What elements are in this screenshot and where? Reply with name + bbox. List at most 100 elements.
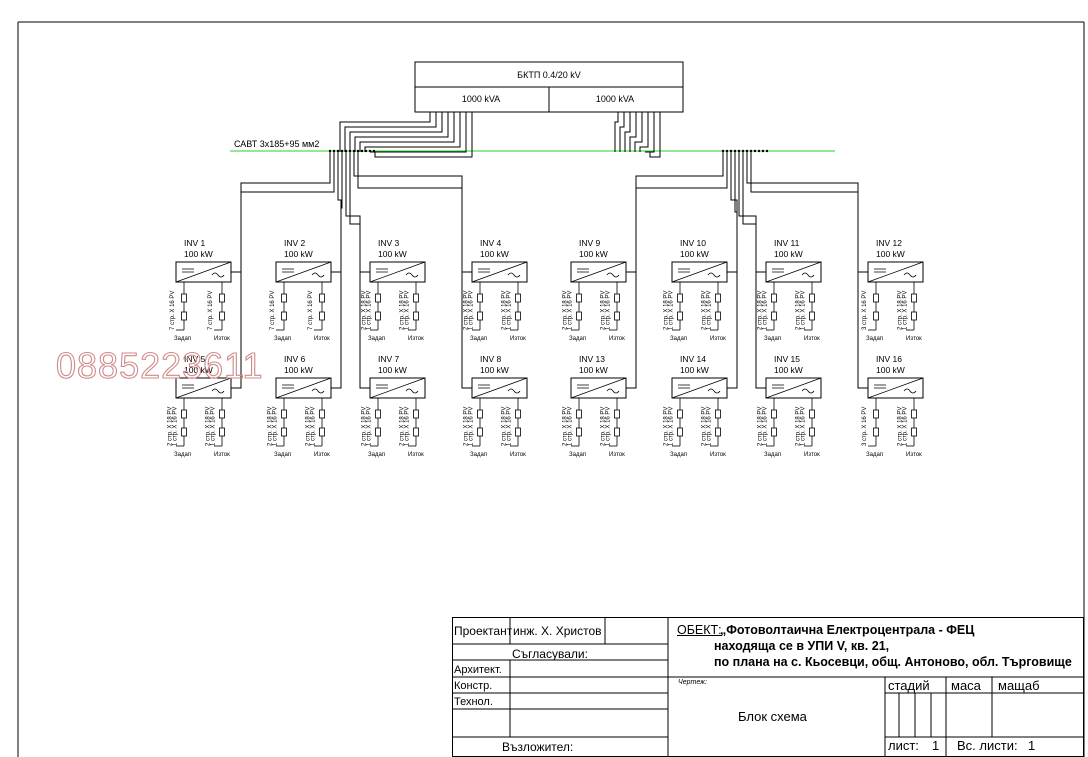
bus-wire bbox=[364, 112, 461, 152]
fuse-icon bbox=[319, 427, 325, 437]
pv-input-label: Задап bbox=[764, 336, 781, 342]
dc-symbol-icon bbox=[874, 384, 886, 389]
feeder-wire bbox=[353, 152, 472, 273]
pv-string-label: 1 стр. Х 16 PV bbox=[469, 407, 475, 446]
bus-wire bbox=[649, 112, 661, 158]
dc-symbol-icon bbox=[282, 268, 294, 273]
bus-node bbox=[372, 149, 376, 153]
pv-string-label: 2 стр. Х 18 PV bbox=[796, 407, 802, 446]
inverter-name: INV 16 bbox=[876, 354, 902, 364]
bus-wire bbox=[645, 112, 655, 153]
bus-wire bbox=[349, 112, 443, 152]
fuse-icon bbox=[413, 409, 419, 419]
fuse-icon bbox=[413, 311, 419, 321]
pv-string-label: 2 стр. Х 18 PV bbox=[601, 407, 607, 446]
pv-string-label: 2 стр. Х 18 PV bbox=[664, 407, 670, 446]
inverter-power: 100 kW bbox=[876, 249, 905, 259]
dc-symbol-icon bbox=[478, 384, 490, 389]
bus-node bbox=[328, 149, 332, 153]
pv-input-label: Изток bbox=[804, 336, 820, 342]
inverter-power: 100 kW bbox=[378, 249, 407, 259]
bus-node bbox=[725, 149, 729, 153]
bus-wire bbox=[634, 112, 643, 152]
pv-input-label: Изток bbox=[214, 452, 230, 458]
feeder-wire bbox=[746, 152, 868, 273]
pv-string-label: 1 стр. Х 16 PV bbox=[606, 291, 612, 330]
bus-node bbox=[721, 149, 725, 153]
fuse-icon bbox=[181, 293, 187, 303]
fuse-icon bbox=[677, 293, 683, 303]
bus-node bbox=[364, 149, 368, 153]
pv-string-label: 2 стр. Х 18 PV bbox=[563, 407, 569, 446]
inverter-diagonal bbox=[471, 261, 528, 283]
fuse-icon bbox=[677, 409, 683, 419]
inverter-diagonal bbox=[867, 377, 924, 399]
inverter-diagonal bbox=[671, 261, 728, 283]
fuse-icon bbox=[715, 427, 721, 437]
ac-symbol-icon bbox=[211, 272, 225, 278]
feeder-wire bbox=[231, 152, 335, 389]
feeder-wire bbox=[727, 152, 738, 273]
bus-wire bbox=[370, 112, 467, 153]
pv-string-label: 2 стр. Х 18 PV bbox=[796, 291, 802, 330]
pv-string-label: 1 стр. Х 16 PV bbox=[606, 407, 612, 446]
inverter-name: INV 1 bbox=[184, 238, 206, 248]
ac-symbol-icon bbox=[507, 388, 521, 394]
ac-symbol-icon bbox=[405, 388, 419, 394]
pv-string-label: 2 стр. Х 18 PV bbox=[400, 291, 406, 330]
inverter-name: INV 5 bbox=[184, 354, 206, 364]
total-sheets-label: Вс. листи: bbox=[957, 738, 1018, 753]
cable-label: САВТ 3х185+95 мм2 bbox=[234, 139, 319, 149]
pv-input-label: Задап bbox=[274, 336, 291, 342]
pv-string-label: 2 стр. Х 18 PV bbox=[664, 291, 670, 330]
pv-string-label: 2 стр. Х 18 PV bbox=[362, 291, 368, 330]
dc-symbol-icon bbox=[678, 384, 690, 389]
dc-symbol-icon bbox=[678, 268, 690, 273]
ac-symbol-icon bbox=[507, 272, 521, 278]
pv-string-label: 1 стр. Х 16 PV bbox=[801, 407, 807, 446]
pv-input-label: Изток bbox=[906, 336, 922, 342]
pv-string-label: 7 стр. Х 16 PV bbox=[270, 291, 276, 330]
ac-symbol-icon bbox=[903, 388, 917, 394]
pv-input-label: Изток bbox=[408, 452, 424, 458]
pv-string-label: 3 стр. Х 16 PV bbox=[862, 291, 868, 330]
feeder-wire bbox=[626, 152, 728, 389]
inverter-power: 100 kW bbox=[184, 249, 213, 259]
bus-node bbox=[765, 149, 769, 153]
pv-string-label: 1 стр. Х 16 PV bbox=[367, 291, 373, 330]
drawing-name: Блок схема bbox=[738, 709, 807, 724]
pv-input-label: Задап bbox=[670, 336, 687, 342]
bus-wire bbox=[619, 112, 625, 152]
pv-string-label: 2 стр. Х 18 PV bbox=[702, 291, 708, 330]
pv-input-label: Задап bbox=[274, 452, 291, 458]
fuse-icon bbox=[576, 311, 582, 321]
fuse-icon bbox=[319, 409, 325, 419]
inverter-power: 100 kW bbox=[579, 365, 608, 375]
bus-node bbox=[745, 149, 749, 153]
fuse-icon bbox=[477, 293, 483, 303]
pv-string-label: 2 стр. Х 18 PV bbox=[268, 407, 274, 446]
inverter-name: INV 9 bbox=[579, 238, 601, 248]
bus-node bbox=[749, 149, 753, 153]
pv-string-label: 1 стр. Х 16 PV bbox=[211, 407, 217, 446]
pv-input-label: Изток bbox=[710, 452, 726, 458]
pv-string-label: 2 стр. Х 18 PV bbox=[464, 407, 470, 446]
pv-input-label: Изток bbox=[408, 336, 424, 342]
ac-symbol-icon bbox=[707, 272, 721, 278]
fuse-icon bbox=[576, 293, 582, 303]
fuse-icon bbox=[219, 409, 225, 419]
pv-string-label: 2 стр. Х 18 PV bbox=[502, 291, 508, 330]
pv-string-label: 2 стр. Х 18 PV bbox=[758, 407, 764, 446]
dc-symbol-icon bbox=[282, 384, 294, 389]
transformer-station: БКТП 0.4/20 kV 1000 kVA 1000 kVA bbox=[414, 61, 684, 113]
fuse-icon bbox=[375, 311, 381, 321]
bus-wire bbox=[624, 112, 631, 152]
object-line-1: „Фотоволтаична Електроцентрала - ФЕЦ bbox=[720, 623, 975, 637]
drawing-label: Чертеж: bbox=[678, 679, 707, 686]
stage-label: стадий bbox=[888, 678, 930, 693]
